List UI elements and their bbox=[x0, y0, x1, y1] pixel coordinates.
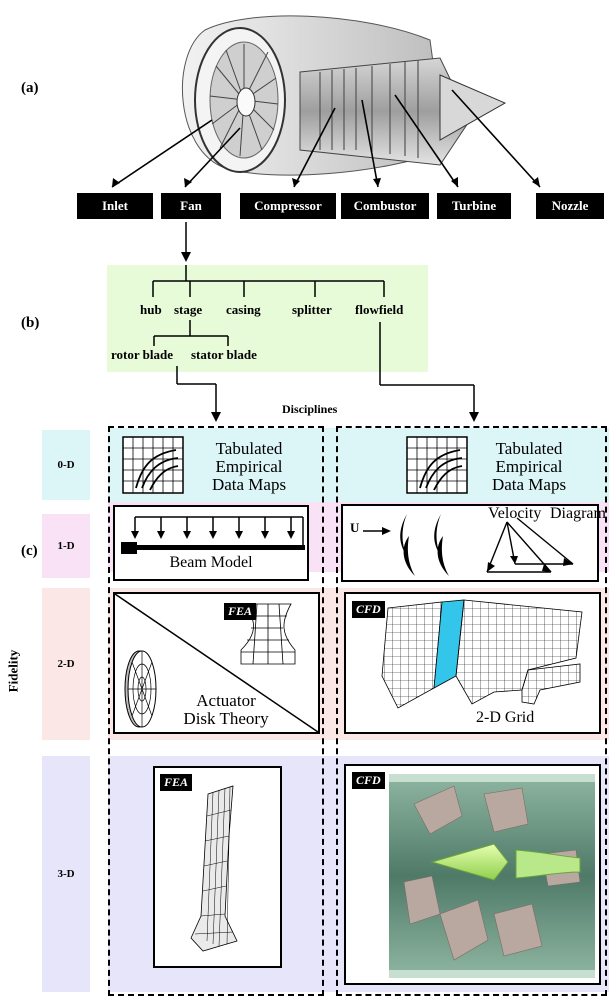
map-text-right-line1: Tabulated bbox=[495, 439, 563, 458]
diagram-label: Diagram bbox=[550, 505, 606, 522]
fidelity-label-0d: 0-D bbox=[42, 430, 90, 500]
fea-2d-diagram bbox=[114, 593, 319, 733]
component-nozzle: Nozzle bbox=[536, 193, 604, 219]
fidelity-label-3d: 3-D bbox=[42, 756, 90, 992]
panel-label-c: (c) bbox=[21, 543, 38, 559]
flow-label-u: U bbox=[350, 520, 360, 535]
velocity-diagram-box bbox=[341, 504, 599, 582]
tree-node-casing: casing bbox=[226, 302, 261, 317]
map-text-right-line3: Data Maps bbox=[491, 475, 567, 494]
velocity-diagram bbox=[363, 514, 574, 576]
structures-column bbox=[108, 426, 324, 996]
map-text-right-line2: Empirical bbox=[495, 457, 563, 476]
tree-node-hub: hub bbox=[140, 302, 162, 317]
component-inlet: Inlet bbox=[77, 193, 153, 219]
map-text-left-line2: Empirical bbox=[215, 457, 283, 476]
fidelity-label-2d: 2-D bbox=[42, 588, 90, 740]
beam-model-label: Beam Model bbox=[169, 554, 253, 571]
cfd-3d-render bbox=[389, 774, 595, 978]
cfd-2d-grid bbox=[381, 599, 583, 709]
map-text-left-line3: Data Maps bbox=[211, 475, 287, 494]
cfd-tag-2d: CFD bbox=[352, 601, 385, 618]
beam-diagram bbox=[121, 516, 305, 554]
fea-3d-blade bbox=[190, 785, 238, 952]
map-text-right: Tabulated Empirical Data Maps bbox=[474, 440, 584, 494]
map-text-left-line1: Tabulated bbox=[215, 439, 283, 458]
tree-node-rotor-blade: rotor blade bbox=[111, 347, 173, 362]
fan-tree-lines bbox=[152, 222, 479, 422]
aero-column bbox=[336, 426, 607, 996]
band-0d bbox=[108, 428, 609, 502]
component-compressor: Compressor bbox=[240, 193, 336, 219]
map-text-left: Tabulated Empirical Data Maps bbox=[194, 440, 304, 494]
disciplines-title: Disciplines bbox=[282, 402, 338, 416]
component-turbine: Turbine bbox=[437, 193, 511, 219]
fan-tree-panel bbox=[107, 265, 428, 372]
tree-node-stator-blade: stator blade bbox=[191, 347, 257, 362]
grid-label: 2-D Grid bbox=[476, 709, 535, 726]
panel-label-a: (a) bbox=[21, 80, 39, 96]
actuator-text-line2: Disk Theory bbox=[183, 709, 269, 728]
fea-tag-2d: FEA bbox=[224, 603, 257, 620]
component-combustor: Combustor bbox=[341, 193, 429, 219]
fea-tag-3d: FEA bbox=[160, 774, 193, 791]
fidelity-label-1d: 1-D bbox=[42, 514, 90, 578]
panel-label-b: (b) bbox=[21, 315, 40, 331]
velocity-label: Velocity bbox=[488, 505, 542, 522]
tree-node-splitter: splitter bbox=[292, 302, 332, 317]
tree-node-flowfield: flowfield bbox=[355, 302, 404, 317]
cfd-tag-3d: CFD bbox=[352, 772, 385, 789]
data-map-icon-right bbox=[406, 436, 468, 494]
actuator-text-line1: Actuator bbox=[196, 691, 256, 710]
jet-engine-illustration bbox=[111, 15, 541, 188]
tree-node-stage: stage bbox=[174, 302, 203, 317]
fidelity-title: Fidelity bbox=[5, 649, 21, 693]
actuator-text: Actuator Disk Theory bbox=[178, 692, 274, 728]
data-map-icon-left bbox=[122, 436, 184, 494]
component-fan: Fan bbox=[161, 193, 221, 219]
